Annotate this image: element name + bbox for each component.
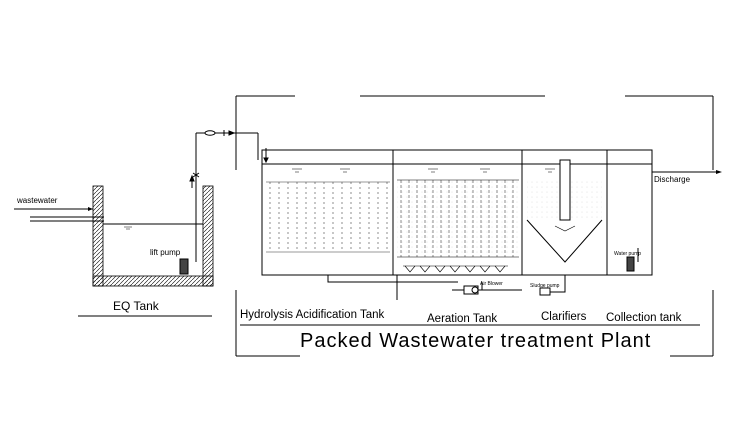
sludge-pump-icon (539, 287, 551, 296)
sludge-pump-label: Sludge pump (530, 283, 560, 289)
collection-tank-label: Collection tank (606, 312, 682, 324)
aeration-tank-label: Aeration Tank (427, 313, 497, 325)
diagram-title: Packed Wastewater treatment Plant (300, 330, 651, 352)
lift-pump-icon (179, 258, 189, 275)
air-blower-label: Air Blower (480, 281, 503, 287)
bottom-piping: Air Blower Sludge pump (327, 275, 566, 300)
inlet-label: wastewater (16, 196, 58, 205)
water-pump-icon (626, 256, 635, 272)
hydrolysis-tank-label: Hydrolysis Acidification Tank (240, 309, 384, 321)
clarifiers-label: Clarifiers (541, 311, 587, 323)
section-labels: Hydrolysis Acidification Tank Aeration T… (240, 309, 700, 352)
eq-tank: lift pump EQ Tank (78, 185, 214, 317)
lift-pump-label: lift pump (150, 248, 181, 257)
aeration-diffusers (403, 265, 508, 273)
lift-pipe (189, 130, 269, 262)
outer-frame (235, 95, 714, 357)
collection-tank-equipment: Water pump Discharge (614, 170, 722, 272)
eq-tank-label: EQ Tank (113, 299, 160, 313)
aeration-media (397, 179, 519, 258)
hydrolysis-media (266, 181, 390, 253)
inlet-pipe: wastewater (14, 196, 104, 222)
clarifier (526, 159, 603, 263)
discharge-label: Discharge (654, 175, 691, 184)
packed-tank-body (261, 149, 653, 276)
water-pump-label: Water pump (614, 251, 641, 257)
